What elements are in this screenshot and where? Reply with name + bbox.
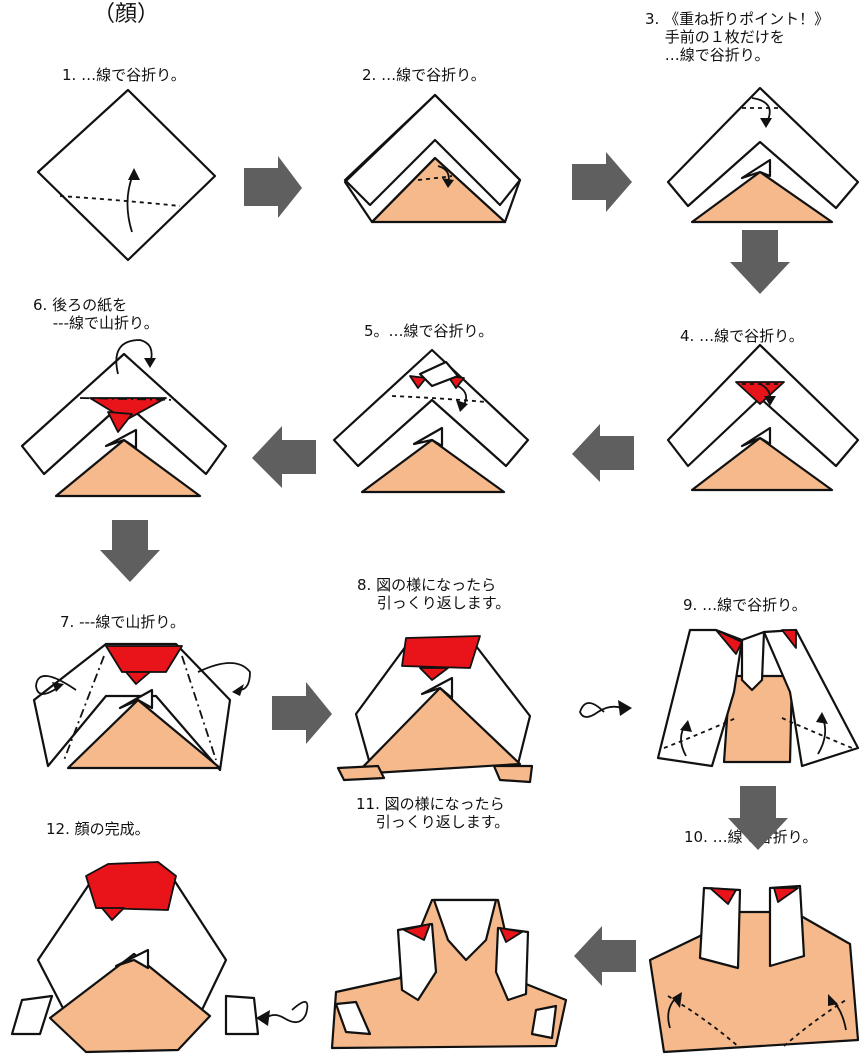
page-title: （顔）: [93, 2, 160, 27]
down-arrow-icon: [728, 786, 788, 850]
right-arrow-icon: [272, 682, 332, 744]
step-1-figure: [36, 88, 217, 262]
step-7-label: 7. ---線で山折り。: [60, 613, 186, 631]
step-8-label: 8. 図の様になったら 引っくり返します。: [357, 576, 511, 612]
flip-over-icon: [256, 1001, 309, 1026]
step-7-figure: [32, 642, 251, 772]
step-11-label: 11. 図の様になったら 引っくり返します。: [356, 795, 510, 831]
step-6-figure: [20, 339, 228, 498]
step-3-figure: [666, 86, 860, 224]
down-arrow-icon: [730, 230, 790, 294]
left-arrow-icon: [252, 426, 316, 488]
step-9-figure: [656, 628, 860, 768]
step-2-label: 2. …線で谷折り。: [362, 66, 486, 84]
right-arrow-icon: [244, 156, 302, 218]
step-11-figure: [330, 898, 568, 1050]
down-arrow-icon: [100, 520, 160, 582]
step-3-label: 3. 《重ね折りポイント！》 手前の１枚だけを …線で谷折り。: [645, 10, 830, 64]
flip-over-icon: [579, 700, 632, 718]
step-10-figure: [648, 884, 860, 1054]
step-12-label: 12. 顔の完成。: [46, 820, 150, 838]
step-6-label: 6. 後ろの紙を ---線で山折り。: [33, 296, 159, 332]
step-9-label: 9. …線で谷折り。: [683, 596, 807, 614]
left-arrow-icon: [574, 926, 636, 986]
step-8-figure: [336, 635, 534, 784]
step-4-label: 4. …線で谷折り。: [680, 327, 804, 345]
right-arrow-icon: [572, 152, 632, 212]
step-4-figure: [666, 343, 860, 492]
step-5-figure: [332, 348, 530, 494]
step-12-figure: [10, 861, 260, 1054]
step-2-figure: [343, 93, 522, 224]
step-5-label: 5。…線で谷折り。: [364, 322, 494, 340]
left-arrow-icon: [572, 424, 634, 482]
step-1-label: 1. …線で谷折り。: [62, 66, 186, 84]
